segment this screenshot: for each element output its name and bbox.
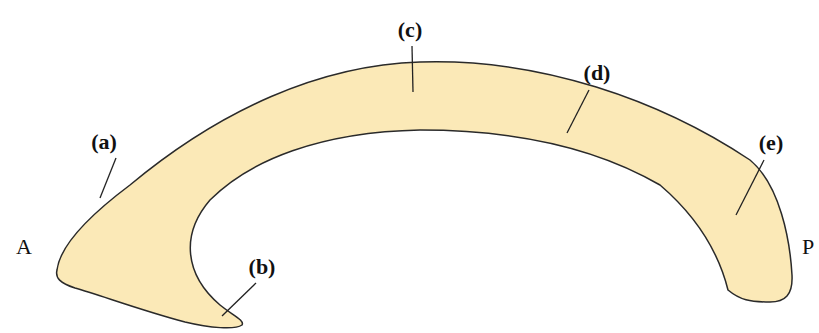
direction-label: A xyxy=(16,236,32,258)
leader-line xyxy=(567,90,589,133)
part-label: (d) xyxy=(584,62,611,84)
part-label: (b) xyxy=(249,256,276,278)
leader-line xyxy=(412,46,413,92)
part-label: (a) xyxy=(91,131,117,153)
leader-line xyxy=(100,158,116,198)
leader-line xyxy=(736,160,764,215)
direction-label: P xyxy=(802,236,814,258)
corpus-callosum-outline xyxy=(57,62,793,328)
part-label: (e) xyxy=(759,132,783,154)
part-label: (c) xyxy=(398,19,422,41)
leader-line xyxy=(222,283,256,316)
